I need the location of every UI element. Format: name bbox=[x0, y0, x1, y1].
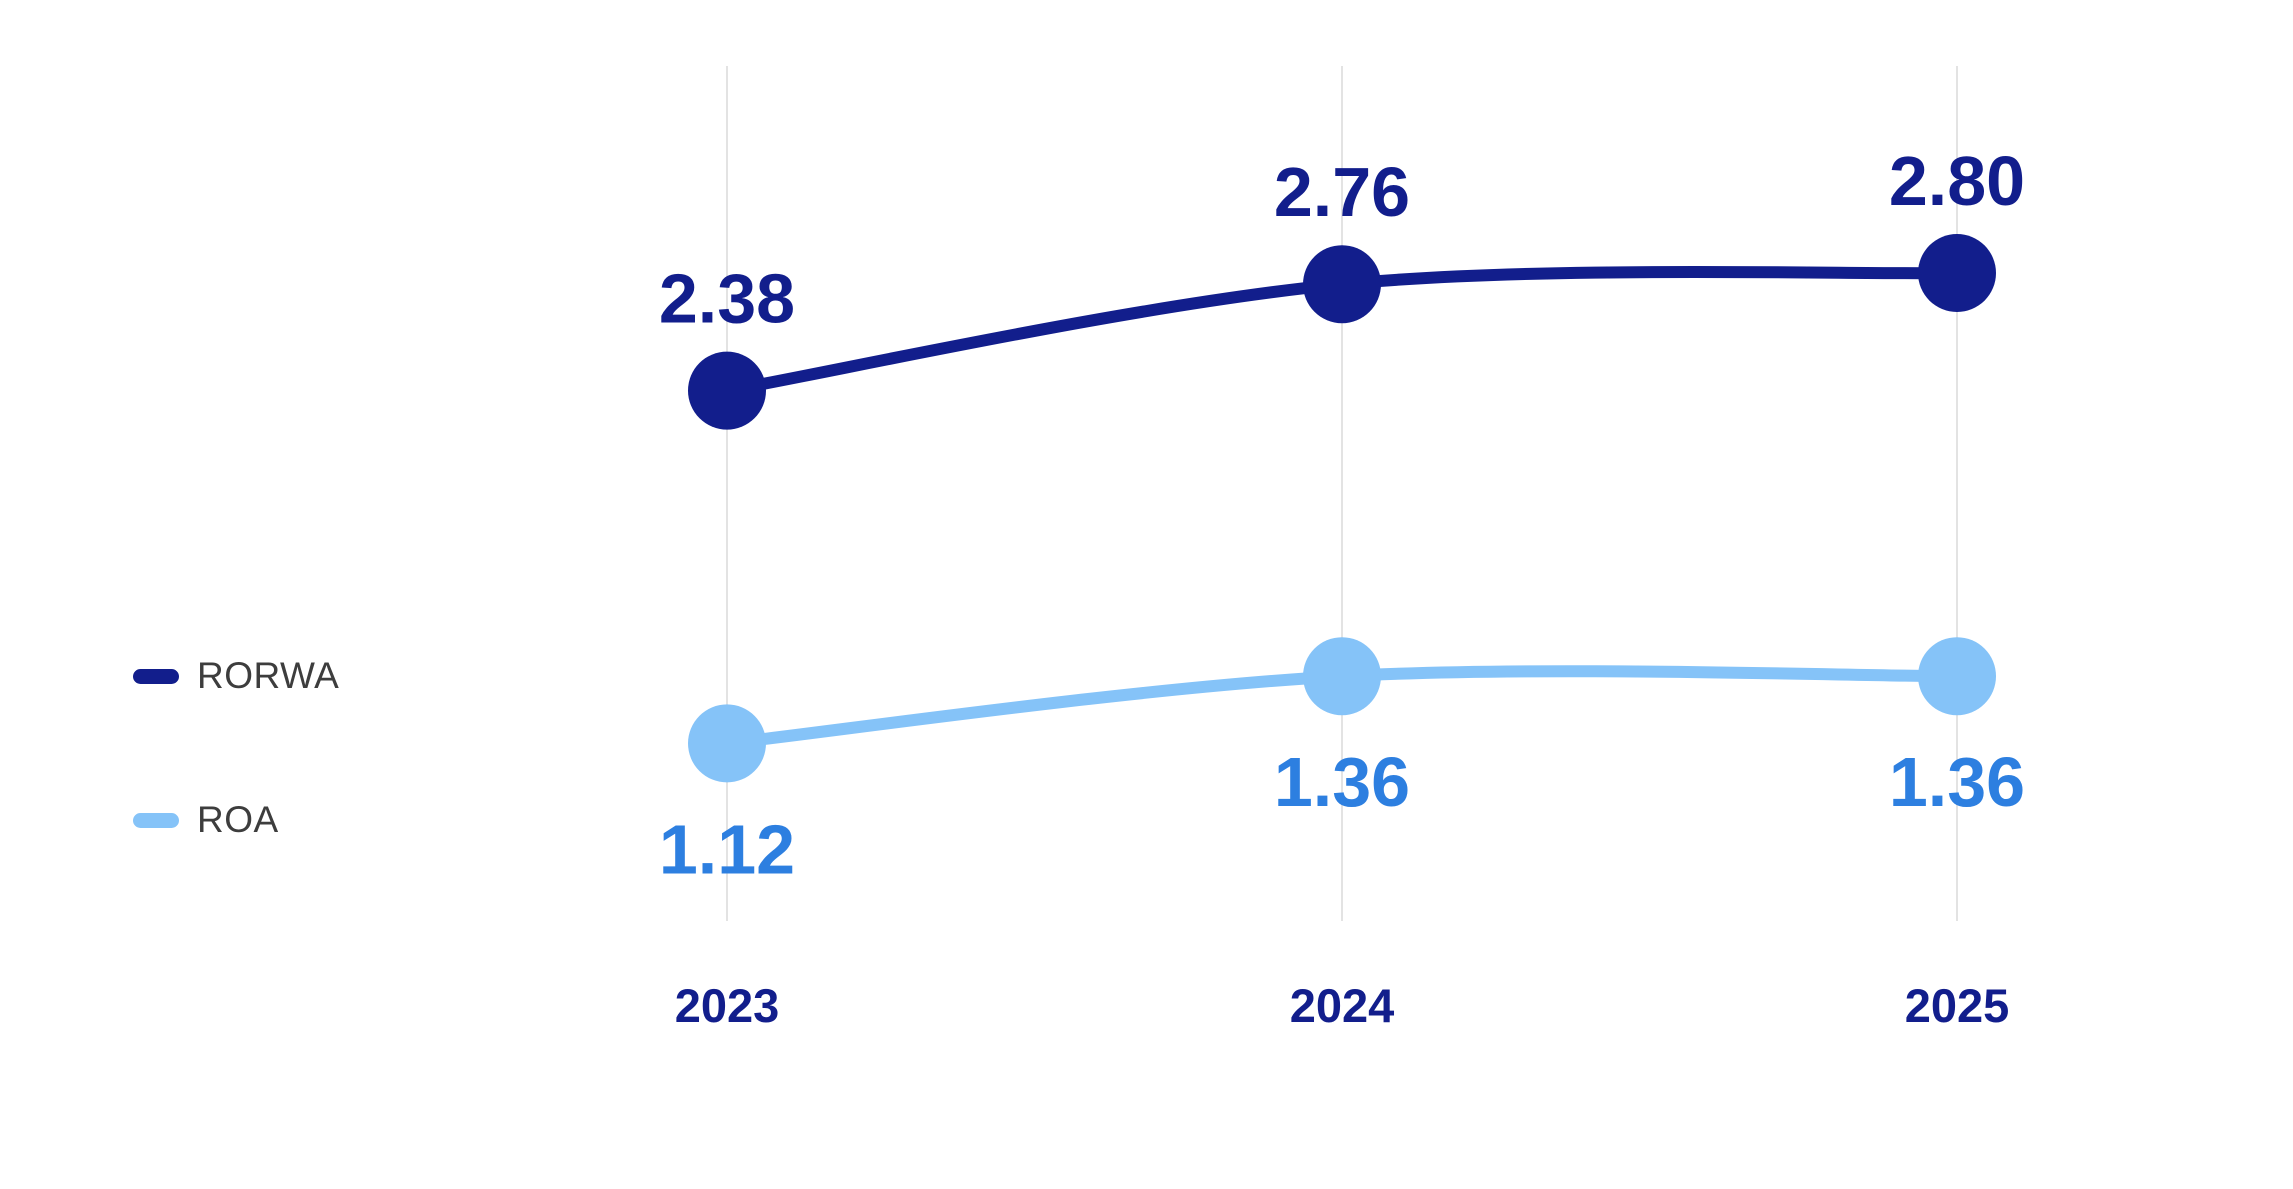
svg-text:2024: 2024 bbox=[1290, 979, 1395, 1032]
roa-legend-label: ROA bbox=[197, 799, 279, 840]
roa-legend-marker-icon bbox=[133, 812, 179, 828]
svg-text:1.36: 1.36 bbox=[1889, 743, 2025, 821]
chart-legend: RORWA ROA bbox=[133, 655, 339, 841]
svg-text:1.12: 1.12 bbox=[659, 810, 795, 888]
rorwa-legend-marker-icon bbox=[133, 668, 179, 684]
svg-text:2023: 2023 bbox=[675, 979, 780, 1032]
rorwa-legend-label: RORWA bbox=[197, 655, 340, 696]
svg-text:2.38: 2.38 bbox=[659, 260, 795, 338]
svg-text:2.80: 2.80 bbox=[1889, 142, 2025, 220]
legend-item-rorwa: RORWA bbox=[133, 655, 339, 697]
svg-text:2.76: 2.76 bbox=[1274, 153, 1410, 231]
legend-item-roa: ROA bbox=[133, 799, 339, 841]
svg-text:1.36: 1.36 bbox=[1274, 743, 1410, 821]
svg-text:2025: 2025 bbox=[1905, 979, 2010, 1032]
